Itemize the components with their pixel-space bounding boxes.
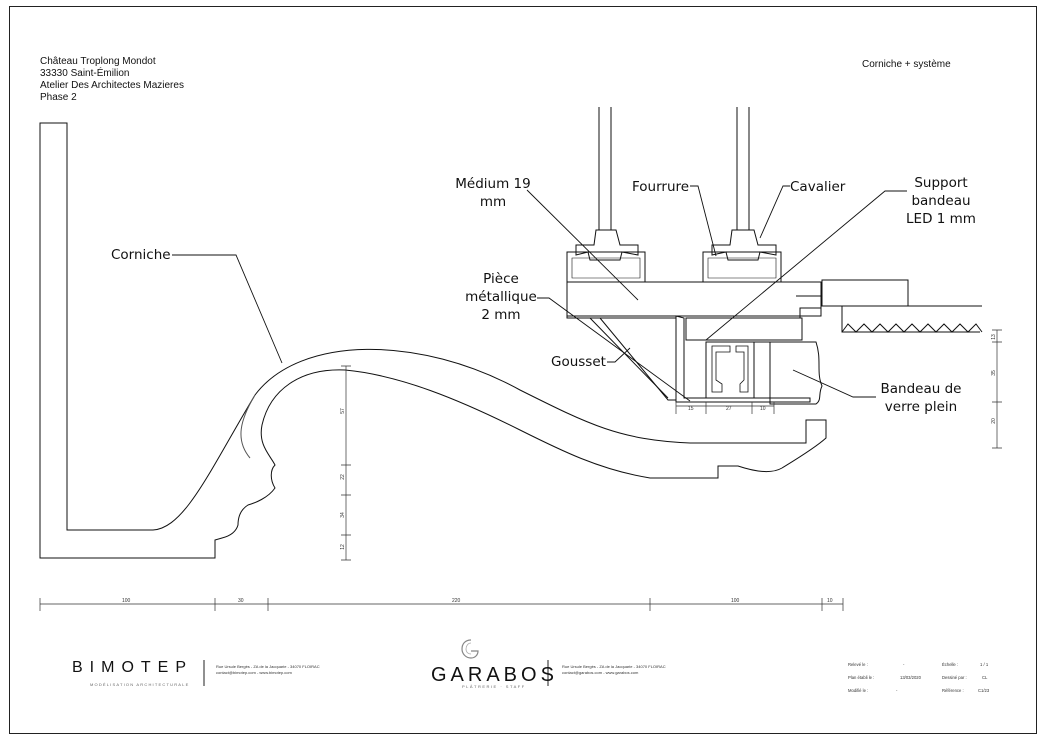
label-bandeau-line1: Bandeau de	[880, 381, 962, 397]
label-piece-line2: métallique	[465, 289, 537, 305]
tb-echelle-label: Échelle :	[942, 662, 959, 667]
garabos-address: Rue Ursule Bergès - ZA de la Jacquarie -…	[562, 664, 666, 676]
leader-piece	[537, 297, 691, 402]
garabos-logo: GARABOS	[431, 664, 558, 686]
channel-left-inner	[571, 257, 641, 279]
dim-v-right-1: 13	[990, 334, 997, 340]
bimotep-contact-line: contact@bimotep.com - www.bimotep.com	[216, 670, 292, 675]
label-medium: Médium 19 mm	[455, 175, 531, 211]
label-gousset: Gousset	[551, 354, 606, 370]
dim-v-right-2: 35	[990, 370, 997, 376]
tb-releve-value: -	[903, 662, 905, 667]
project-phase: Phase 2	[40, 92, 77, 103]
label-bandeau: Bandeau de verre plein	[876, 380, 966, 416]
project-architect: Atelier Des Architectes Mazieres	[40, 80, 184, 91]
label-support-line1: Support	[914, 175, 968, 191]
tb-plan-label: Plan établi le :	[848, 675, 875, 680]
dim-v-left-4: 12	[339, 544, 346, 550]
ceiling-underside	[841, 306, 980, 333]
dim-bottom-3: 220	[452, 598, 461, 604]
tb-echelle-value: 1 / 1	[980, 662, 989, 667]
leader-gousset	[607, 347, 631, 363]
dim-small-2: 27	[726, 406, 732, 412]
support-step	[796, 295, 822, 318]
upper-block	[821, 279, 909, 307]
led-profile-inner	[711, 345, 749, 393]
bimotep-logo: BIMOTEP	[72, 659, 194, 676]
tb-reference-value: C1/23	[978, 688, 990, 693]
dim-bottom-2: 30	[238, 598, 244, 604]
tb-reference-label: Référence :	[942, 688, 964, 693]
label-piece-line1: Pièce	[483, 271, 519, 287]
dim-bottom-1: 100	[122, 598, 131, 604]
tb-plan-value: 13/03/2020	[900, 675, 921, 680]
leader-support	[705, 190, 907, 341]
leader-fourrure	[690, 185, 717, 257]
dim-bottom-4: 100	[731, 598, 740, 604]
acoustic-teeth	[841, 323, 983, 333]
project-name: Château Troplong Mondot	[40, 56, 156, 67]
project-info: Château Troplong Mondot 33330 Saint-Émil…	[40, 56, 184, 104]
garabos-contact-line: contact@garabos.com - www.garabos.com	[562, 670, 639, 675]
dim-bottom-5: 10	[827, 598, 833, 604]
label-medium-line1: Médium 19	[455, 176, 531, 192]
dim-small-3: 10	[760, 406, 766, 412]
glass-band	[769, 341, 823, 405]
project-city: 33330 Saint-Émilion	[40, 68, 130, 79]
metal-piece	[675, 315, 811, 403]
bimotep-address: Rue Ursule Bergès - ZA de la Jacquarie -…	[216, 664, 320, 676]
dim-v-right-3: 20	[990, 418, 997, 424]
bimotep-tagline: MODÉLISATION ARCHITECTURALE	[90, 682, 190, 687]
leader-corniche	[172, 254, 283, 364]
garabos-address-line: Rue Ursule Bergès - ZA de la Jacquarie -…	[562, 664, 666, 669]
small-dimension-line	[675, 402, 775, 414]
label-support-line2: bandeau	[911, 193, 971, 209]
tb-dessine-label: Dessiné par :	[942, 675, 967, 680]
cornice-inner-line	[240, 394, 256, 459]
sheet-frame	[9, 6, 1037, 734]
cornice-profile	[39, 122, 827, 559]
garabos-tagline: PLÂTRERIE · STAFF	[462, 684, 526, 689]
label-corniche: Corniche	[111, 247, 171, 263]
leader-cavalier	[759, 185, 790, 239]
tb-modifie-value: -	[896, 688, 898, 693]
channel-right-inner	[707, 257, 777, 279]
label-fourrure: Fourrure	[632, 179, 690, 195]
document-title: Corniche + système	[862, 59, 951, 70]
label-cavalier: Cavalier	[790, 179, 846, 195]
support-plate	[685, 317, 803, 341]
rod-left	[598, 107, 612, 230]
led-strip	[753, 341, 771, 399]
label-piece-line3: 2 mm	[481, 307, 521, 323]
label-support: Support bandeau LED 1 mm	[903, 174, 979, 228]
dim-v-left-1: 57	[339, 408, 346, 414]
leader-bandeau	[792, 369, 876, 398]
tb-releve-label: Relevé le :	[848, 662, 868, 667]
right-vertical-dimension	[992, 329, 1002, 449]
dim-small-1: 15	[688, 406, 694, 412]
dim-v-left-3: 34	[339, 512, 346, 518]
tb-dessine-value: CL	[982, 675, 988, 680]
channel-left	[566, 251, 646, 283]
gousset-diagonal	[589, 317, 669, 399]
label-piece: Pièce métallique 2 mm	[462, 270, 540, 324]
rod-right	[736, 107, 750, 230]
bimotep-address-line: Rue Ursule Bergès - ZA de la Jacquarie -…	[216, 664, 320, 669]
label-bandeau-line2: verre plein	[884, 399, 958, 415]
channel-right	[702, 251, 782, 283]
dim-v-left-2: 22	[339, 474, 346, 480]
tb-modifie-label: Modifié le :	[848, 688, 869, 693]
clip-right	[711, 229, 777, 261]
label-medium-line2: mm	[479, 194, 507, 210]
medium-board	[566, 281, 822, 317]
label-support-line3: LED 1 mm	[906, 211, 976, 227]
clip-left	[575, 229, 639, 261]
leader-medium	[526, 189, 639, 301]
garabos-mark-icon	[461, 639, 479, 659]
left-vertical-dimension	[341, 365, 351, 561]
bottom-ticks	[39, 598, 844, 611]
